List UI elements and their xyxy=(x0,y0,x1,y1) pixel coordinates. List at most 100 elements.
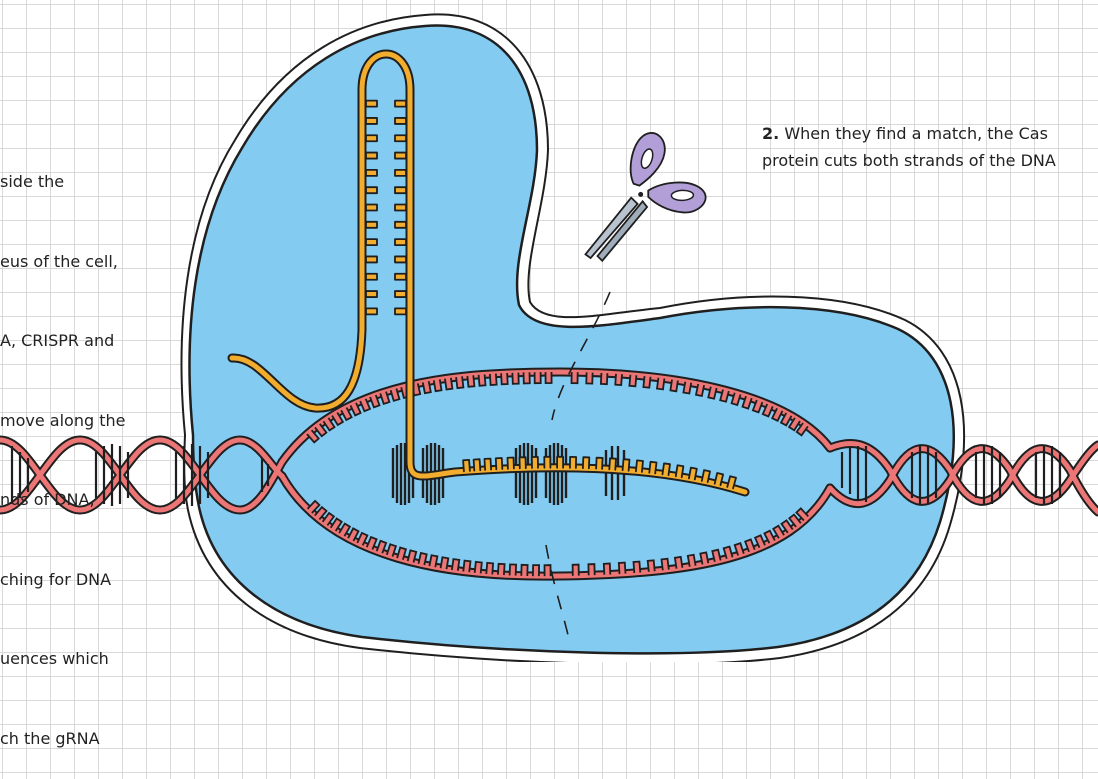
base-tooth xyxy=(708,387,716,399)
grna-base xyxy=(395,239,406,245)
grna-base xyxy=(366,187,377,193)
base-tooth xyxy=(490,374,497,385)
base-tooth xyxy=(479,374,486,385)
grna-base xyxy=(366,256,377,262)
base-tooth xyxy=(535,372,541,383)
base-tooth xyxy=(588,564,594,575)
base-tooth xyxy=(510,564,516,575)
base-tooth xyxy=(452,559,459,571)
grna-base xyxy=(395,205,406,211)
base-tooth xyxy=(649,462,656,474)
base-tooth xyxy=(521,565,527,576)
grna-base xyxy=(366,274,377,280)
base-tooth xyxy=(486,563,493,575)
caption-line: move along the xyxy=(0,408,160,435)
base-tooth xyxy=(663,463,671,475)
base-tooth xyxy=(573,565,579,576)
base-tooth xyxy=(434,379,442,391)
base-tooth xyxy=(662,559,669,571)
base-tooth xyxy=(636,460,643,472)
base-tooth xyxy=(675,557,683,569)
caption-line: A, CRISPR and xyxy=(0,328,160,355)
grna-base xyxy=(366,239,377,245)
base-tooth xyxy=(485,459,492,470)
cas-protein-body xyxy=(190,26,954,654)
grna-base xyxy=(366,222,377,228)
base-tooth xyxy=(683,382,691,394)
base-tooth xyxy=(544,457,550,468)
base-tooth xyxy=(629,375,636,387)
base-tooth xyxy=(423,381,431,393)
base-tooth xyxy=(689,468,697,480)
caption-line: eus of the cell, xyxy=(0,249,160,276)
base-tooth xyxy=(508,458,514,469)
base-tooth xyxy=(712,550,720,562)
base-tooth xyxy=(533,565,539,576)
caption-line: uences which xyxy=(0,646,160,673)
grna-base xyxy=(395,256,406,262)
grna-base xyxy=(395,187,406,193)
grna-base xyxy=(366,153,377,159)
base-tooth xyxy=(429,555,437,567)
base-tooth xyxy=(456,376,463,388)
base-tooth xyxy=(643,376,650,388)
grna-base xyxy=(395,291,406,297)
base-tooth xyxy=(496,458,503,469)
base-tooth xyxy=(634,562,641,573)
grna-base xyxy=(395,274,406,280)
base-tooth xyxy=(670,380,678,392)
grna-base xyxy=(395,170,406,176)
base-tooth xyxy=(546,372,552,383)
base-tooth xyxy=(419,553,427,565)
base-tooth xyxy=(586,372,592,383)
grna-base xyxy=(366,101,377,107)
base-tooth xyxy=(512,373,518,384)
base-tooth xyxy=(688,555,696,567)
base-tooth xyxy=(467,375,474,387)
base-tooth xyxy=(501,373,508,384)
crispr-cas-diagram xyxy=(0,0,1098,662)
grna-base xyxy=(366,118,377,124)
caption-line: side the xyxy=(0,169,160,196)
caption-line: ching for DNA xyxy=(0,567,160,594)
base-tooth xyxy=(615,374,622,385)
base-tooth xyxy=(648,560,655,572)
base-tooth xyxy=(619,563,626,574)
base-tooth xyxy=(657,378,664,390)
base-tooth xyxy=(475,562,482,574)
base-tooth xyxy=(570,457,576,468)
grna-base xyxy=(395,118,406,124)
base-tooth xyxy=(583,457,589,468)
step-number: 2. xyxy=(762,124,779,143)
caption-line: nds of DNA, xyxy=(0,487,160,514)
base-tooth xyxy=(623,459,630,471)
grna-base xyxy=(366,205,377,211)
base-tooth xyxy=(604,564,611,575)
base-tooth xyxy=(702,470,710,482)
scissors-icon xyxy=(585,125,720,287)
base-tooth xyxy=(463,460,470,471)
base-tooth xyxy=(572,372,578,383)
grna-base xyxy=(395,153,406,159)
base-tooth xyxy=(445,378,453,390)
grna-base xyxy=(366,135,377,141)
caption-line: ch the gRNA xyxy=(0,726,160,753)
base-tooth xyxy=(601,373,608,384)
base-tooth xyxy=(545,565,551,576)
base-tooth xyxy=(463,561,470,573)
base-tooth xyxy=(557,457,563,468)
base-tooth xyxy=(676,465,684,477)
base-tooth xyxy=(700,552,708,564)
grna-base xyxy=(395,135,406,141)
grna-base xyxy=(366,170,377,176)
grna-base xyxy=(366,291,377,297)
base-tooth xyxy=(520,457,526,468)
base-tooth xyxy=(609,458,616,469)
base-tooth xyxy=(474,459,481,470)
base-tooth xyxy=(498,564,505,575)
base-tooth xyxy=(596,458,603,469)
grna-base xyxy=(366,308,377,314)
caption-step-2: 2. When they find a match, the Cas prote… xyxy=(762,121,1062,174)
base-tooth xyxy=(524,372,530,383)
step-text: When they find a match, the Cas protein … xyxy=(762,124,1056,170)
